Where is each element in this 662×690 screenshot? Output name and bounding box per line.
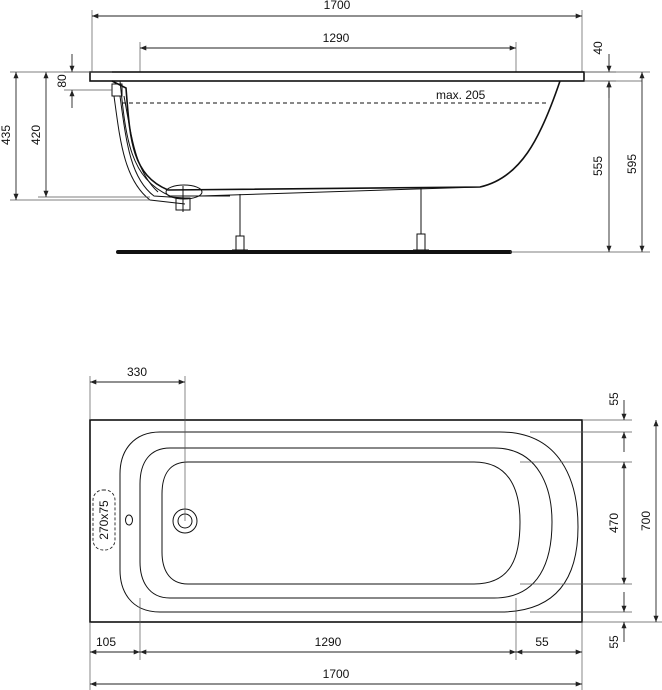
water-level-label: max. 205 <box>436 88 486 102</box>
left-margin-label: 105 <box>96 635 116 649</box>
dim-inner-width: 470 <box>520 461 632 585</box>
overall-length-top-label: 1700 <box>323 667 350 681</box>
dim-overall-length-top: 1700 <box>90 667 582 687</box>
dim-top-margin: 55 <box>530 392 632 452</box>
dim-depth-total: 595 <box>584 71 650 252</box>
dim-depth-inner: 555 <box>510 80 650 253</box>
overflow-drain-pipe <box>111 83 203 212</box>
dim-drain-offset: 330 <box>89 365 186 521</box>
tub-rim <box>89 71 585 82</box>
dim-left-margin: 105 <box>89 598 141 690</box>
dim-height-overflow: 420 <box>29 72 150 198</box>
dim-rim: 40 <box>584 41 616 98</box>
basin-middle-contour <box>139 447 553 599</box>
depth-inner-label: 555 <box>591 156 605 176</box>
panel-cutout-box <box>92 489 116 551</box>
inner-length-top-label: 1290 <box>315 635 342 649</box>
tub-inner-profile <box>119 80 230 197</box>
height-overflow-label: 420 <box>29 125 43 145</box>
top-view: 270x75 330 55 470 700 <box>89 365 662 690</box>
dim-inner-length-top: 1290 <box>140 598 517 660</box>
right-margin-label: 55 <box>535 635 549 649</box>
dim-inner-length-side: 1290 <box>139 31 517 72</box>
dim-height-total: 435 <box>0 71 150 201</box>
side-view: 1700 1290 max. 205 <box>0 0 650 254</box>
basin-outer-contour <box>119 431 579 613</box>
depth-total-label: 595 <box>625 154 639 174</box>
drain-offset-label: 330 <box>127 365 147 379</box>
outer-width-label: 700 <box>639 511 653 531</box>
tub-leg-right <box>413 188 429 251</box>
height-total-label: 435 <box>0 125 13 145</box>
dim-outer-width: 700 <box>582 420 662 623</box>
overflow-hole <box>125 514 133 526</box>
tub-outline-top <box>89 419 583 623</box>
panel-cutout-label: 270x75 <box>97 500 111 540</box>
overflow-offset-label: 80 <box>55 74 69 88</box>
tub-leg-left <box>232 194 248 251</box>
inner-width-label: 470 <box>607 513 621 533</box>
tub-body-profile <box>111 80 561 191</box>
dim-overall-length-side: 1700 <box>91 0 583 72</box>
top-margin-label: 55 <box>607 392 621 406</box>
overall-length-label: 1700 <box>324 0 351 12</box>
rim-label: 40 <box>591 41 605 55</box>
bottom-margin-label: 55 <box>607 635 621 649</box>
tub-bottom-line <box>199 186 481 197</box>
dim-bottom-margin: 55 <box>530 592 632 649</box>
basin-inner-contour <box>161 461 521 585</box>
inner-length-label: 1290 <box>323 31 350 45</box>
dim-right-margin: 55 <box>516 622 583 690</box>
